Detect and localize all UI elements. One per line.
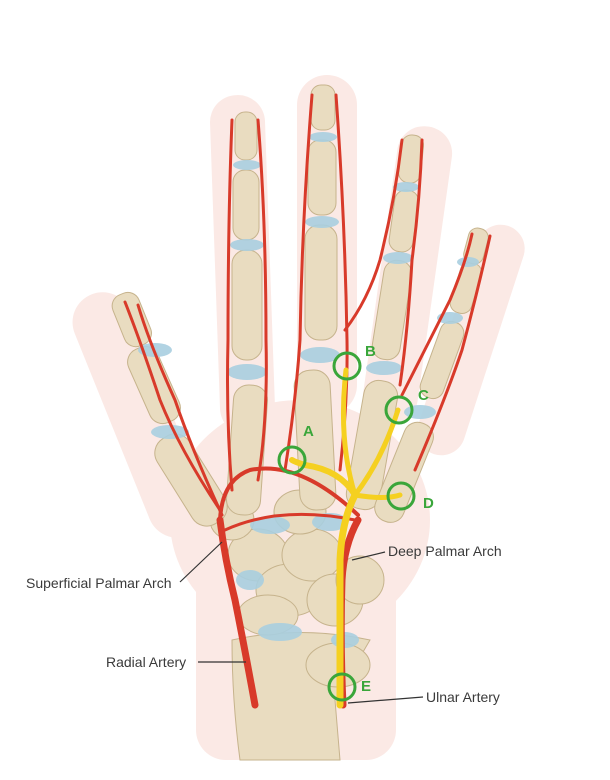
marker-label-e: E — [361, 678, 372, 695]
leader-superficial-palmar-arch — [179, 541, 223, 583]
joint-cartilage — [138, 132, 479, 648]
marker-circle-d — [386, 481, 416, 511]
label-ulnar-artery: Ulnar Artery — [426, 689, 500, 705]
leader-ulnar-artery — [347, 696, 424, 704]
label-radial-artery: Radial Artery — [106, 654, 187, 670]
thumb-arteries — [123, 300, 224, 517]
label-superficial-palmar-arch: Superficial Palmar Arch — [26, 575, 172, 591]
marker-circle-c — [384, 395, 414, 425]
leader-deep-palmar-arch — [351, 551, 386, 561]
marker-label-c: C — [418, 387, 429, 404]
marker-label-d: D — [423, 495, 434, 512]
deep-palmar-arch — [223, 512, 357, 532]
ulnar-nerve — [289, 367, 403, 709]
marker-circle-b — [332, 351, 362, 381]
radial-artery — [216, 516, 259, 709]
index-arteries — [226, 118, 268, 492]
marker-label-a: A — [303, 423, 314, 440]
marker-circles — [277, 351, 416, 702]
marker-circle-a — [277, 445, 307, 475]
label-deep-palmar-arch: Deep Palmar Arch — [388, 543, 502, 559]
marker-circle-e — [327, 672, 357, 702]
marker-label-b: B — [365, 343, 376, 360]
little-arteries — [400, 232, 492, 472]
leader-lines — [179, 541, 424, 704]
superficial-palmar-arch — [218, 466, 360, 522]
ring-arteries — [343, 138, 424, 387]
